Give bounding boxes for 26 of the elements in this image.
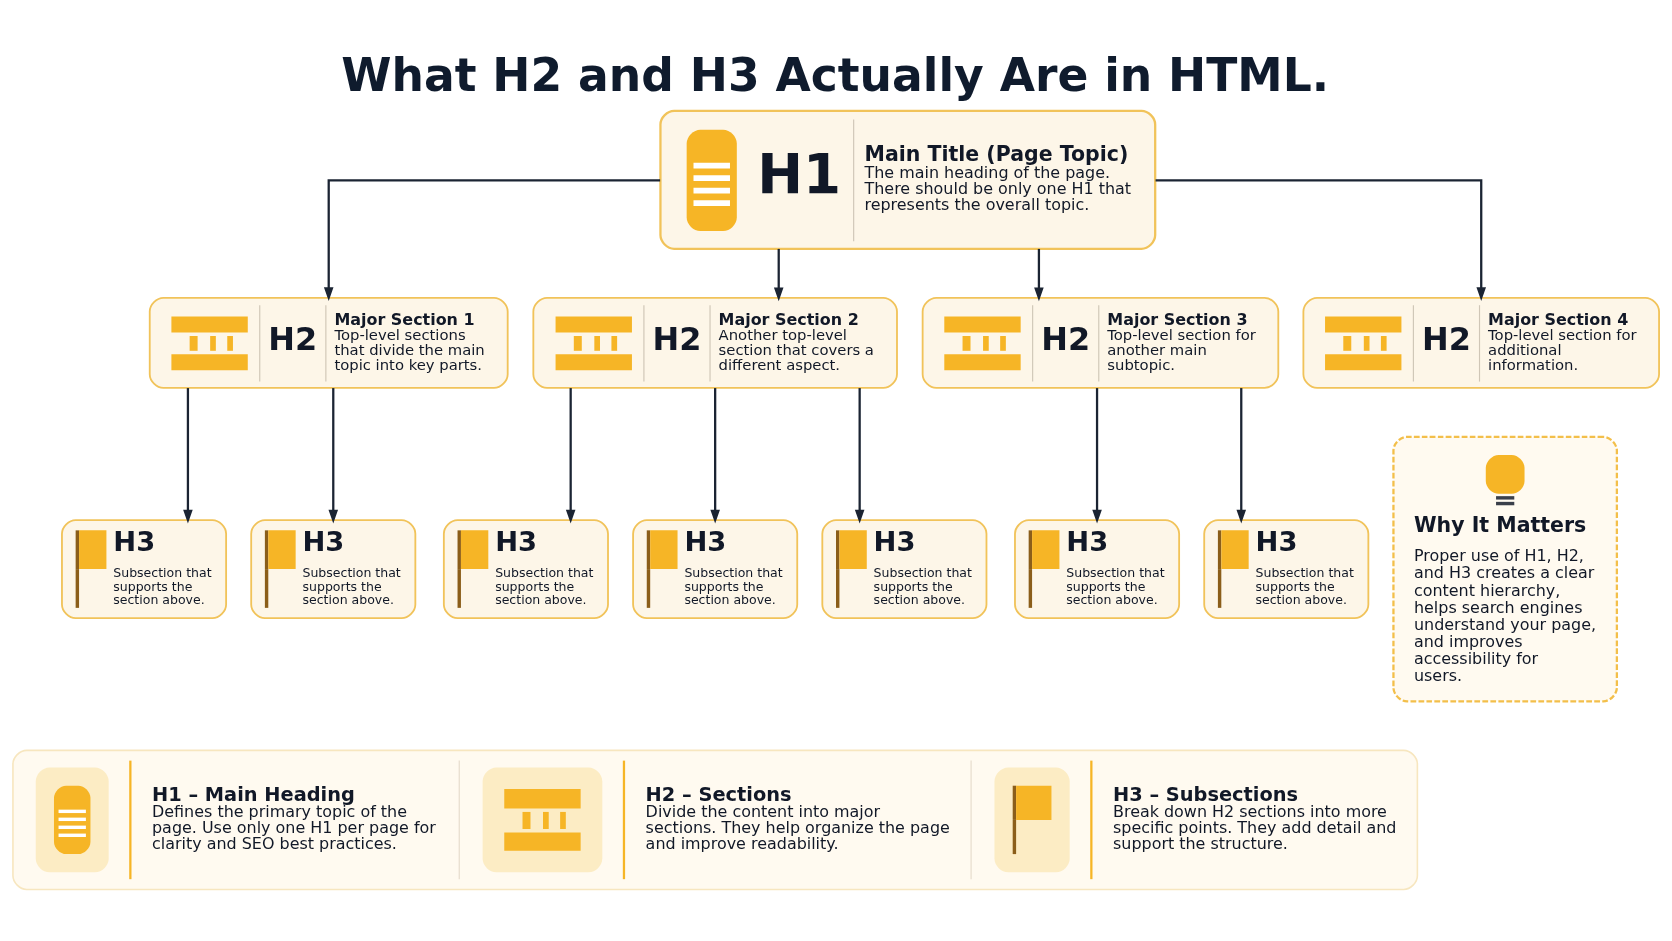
arrow	[1155, 179, 1487, 302]
node-box: H2 Major Section 1 Top-level sections that divide the main topic into key parts.	[148, 296, 509, 389]
arrow	[183, 388, 193, 524]
node-box: Why It Matters Proper use of H1, H2, and H3 creates a clear content hierarchy, helps search engines understand your page, and improves accessibility for users.	[1392, 435, 1619, 703]
node-box: H1 Main Title (Page Topic) The main heading of the page. There should be only one H1 that represents the overall topic.	[659, 109, 1157, 250]
arrow	[1092, 388, 1102, 524]
node-box: H3 Subsection that supports the section above.	[61, 519, 227, 620]
node-box: H3 Subsection that supports the section above.	[250, 519, 417, 620]
arrow	[773, 248, 784, 302]
arrow	[1034, 248, 1044, 302]
node-box: H2 Major Section 4 Top-level section for additional information.	[1302, 296, 1660, 389]
node-box: H3 Subsection that supports the section above.	[632, 519, 799, 620]
node-box: H3 Subsection that supports the section above.	[1203, 519, 1370, 620]
arrow	[854, 388, 865, 524]
node-box: H2 Major Section 3 Top-level section for another main subtopic.	[921, 296, 1280, 389]
arrow	[565, 388, 576, 524]
diagram-title: What H2 and H3 Actually Are in HTML.	[341, 49, 1330, 103]
arrow	[710, 388, 720, 524]
node-box: H3 Subsection that supports the section above.	[821, 519, 988, 620]
arrow	[323, 179, 661, 302]
arrow	[328, 388, 339, 524]
node-box: H1 – Main Heading Defines the primary topic of the page. Use only one H1 per page for clarity and SEO best practices. H2 – Sections Divide the content into major sections. They help organize the page and improve readability. H3 – Subsections Break down H2 sections into more specific points. They add detail and support the structure.	[12, 749, 1419, 891]
node-box: H2 Major Section 2 Another top-level section that covers a different aspect.	[532, 296, 898, 389]
node-box: H3 Subsection that supports the section above.	[442, 519, 609, 620]
arrow	[1236, 388, 1247, 524]
node-box: H3 Subsection that supports the section above.	[1014, 519, 1181, 620]
